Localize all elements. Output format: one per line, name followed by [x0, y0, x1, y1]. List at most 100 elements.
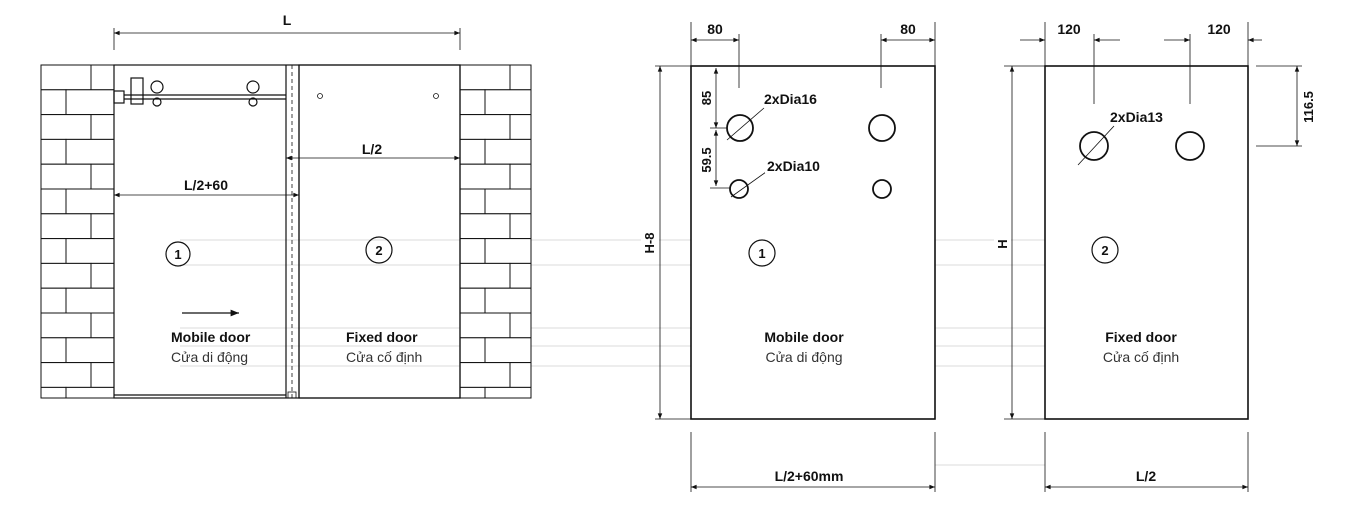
mobile-dim-right-80: 80 [900, 21, 916, 37]
front-view: L L/2 L/2+60 1 2 Mobile door Cửa di động… [40, 12, 532, 399]
brick [65, 89, 115, 116]
fixed-holes-label: 2xDia13 [1110, 109, 1163, 125]
brick [40, 287, 67, 314]
brick [509, 362, 532, 388]
fixing-point-icon [433, 93, 439, 99]
brick [459, 89, 486, 116]
brick [40, 337, 67, 364]
brick [90, 64, 115, 91]
dim-mobile-label: L/2+60 [184, 177, 228, 193]
brick [459, 287, 486, 314]
brick [65, 337, 115, 364]
brick [90, 114, 115, 140]
fixed-dim-width: L/2 [1136, 468, 1156, 484]
brick [484, 337, 532, 364]
door-2-subtitle: Cửa cố định [346, 349, 422, 365]
mobile-panel [690, 65, 936, 420]
fixed-dim-left-120: 120 [1057, 21, 1081, 37]
sliding-rail [113, 77, 286, 107]
fixed-panel [1044, 65, 1249, 420]
brick [90, 362, 115, 388]
mobile-panel-title: Mobile door [764, 329, 844, 345]
brick [40, 238, 67, 264]
mobile-dim-height: H-8 [642, 233, 657, 254]
door-1-number: 1 [174, 247, 181, 262]
brick [40, 114, 92, 140]
brick [90, 163, 115, 190]
door-2-number-badge [365, 236, 393, 264]
door-1-title: Mobile door [171, 329, 251, 345]
dimension-mobile-width: L/2+60 [114, 177, 300, 198]
brick [459, 362, 511, 388]
brick [509, 262, 532, 289]
brick [65, 386, 115, 399]
brick [90, 213, 115, 240]
door-1-number-badge [165, 241, 191, 267]
roller-icon [248, 97, 258, 107]
left-brick-wall [40, 64, 115, 399]
brick [65, 138, 115, 165]
roller-icon [150, 80, 164, 94]
fixed-dim-right-120: 120 [1207, 21, 1231, 37]
brick [40, 64, 92, 91]
brick [65, 287, 115, 314]
mobile-panel-number: 1 [758, 246, 765, 261]
mobile-hole-dia16-right [868, 114, 896, 142]
brick [40, 89, 67, 116]
roller-icon [246, 80, 260, 94]
right-brick-wall [459, 64, 532, 399]
mobile-dim-hole-85: 85 [699, 91, 714, 105]
rail-bracket [130, 77, 144, 105]
mobile-large-holes-label: 2xDia16 [764, 91, 817, 107]
roller-icon [152, 97, 162, 107]
mobile-panel-subtitle: Cửa di động [765, 349, 842, 365]
brick [40, 362, 92, 388]
mobile-dim-hole-59-5: 59.5 [699, 147, 714, 172]
brick [459, 138, 486, 165]
brick [509, 114, 532, 140]
brick [65, 238, 115, 264]
brick [459, 64, 511, 91]
brick [459, 213, 511, 240]
brick [40, 138, 67, 165]
brick [459, 114, 511, 140]
mobile-hole-dia10-left [729, 179, 749, 199]
brick [459, 163, 511, 190]
dimension-half-L: L/2 [285, 141, 461, 161]
brick [509, 64, 532, 91]
brick [65, 188, 115, 215]
brick [40, 262, 92, 289]
brick [509, 163, 532, 190]
door-2-number: 2 [375, 243, 382, 258]
fixed-panel-subtitle: Cửa cố định [1103, 349, 1179, 365]
fixed-dim-hole-116-5: 116.5 [1301, 91, 1316, 123]
brick [459, 312, 511, 339]
brick [40, 188, 67, 215]
brick [459, 238, 486, 264]
mobile-small-holes-label: 2xDia10 [767, 158, 820, 174]
mobile-panel-view: 80 80 85 59.5 2xDia16 2xDia10 H-8 1 Mobi… [641, 21, 936, 492]
fixed-panel-number-badge [1091, 236, 1119, 264]
dim-L-label: L [283, 12, 292, 28]
brick [459, 386, 486, 399]
door-1-subtitle: Cửa di động [171, 349, 248, 365]
brick [484, 89, 532, 116]
fixed-panel-title: Fixed door [1105, 329, 1177, 345]
brick [509, 213, 532, 240]
fixed-hole-dia13-right [1175, 131, 1205, 161]
brick [459, 262, 511, 289]
mobile-panel-number-badge [748, 239, 776, 267]
brick [90, 312, 115, 339]
brick [484, 386, 532, 399]
brick [40, 213, 92, 240]
brick [40, 163, 92, 190]
brick [484, 138, 532, 165]
brick [40, 312, 92, 339]
mobile-hole-dia10-right [872, 179, 892, 199]
fixed-panel-number: 2 [1101, 243, 1108, 258]
dim-half-L-label: L/2 [362, 141, 382, 157]
mobile-dim-width: L/2+60mm [775, 468, 844, 484]
door-2-title: Fixed door [346, 329, 418, 345]
brick [484, 238, 532, 264]
